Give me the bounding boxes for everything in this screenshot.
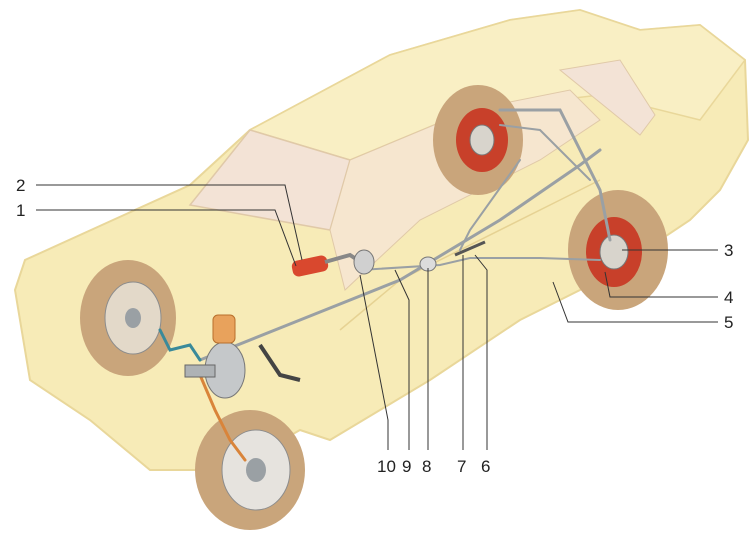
rear-right-wheel: [568, 190, 668, 310]
door-line: [339, 179, 601, 331]
leader-lines: [36, 184, 718, 450]
label-4: 4: [724, 288, 733, 307]
label-8: 8: [422, 457, 431, 476]
label-5: 5: [724, 313, 733, 332]
handbrake-lever: [291, 240, 486, 277]
label-2: 2: [16, 176, 25, 195]
label-3: 3: [724, 241, 733, 260]
label-1: 1: [16, 201, 25, 220]
brake-lines: [158, 108, 612, 462]
brake-booster: [184, 314, 301, 399]
rear-left-wheel: [433, 85, 523, 195]
label-6: 6: [481, 457, 490, 476]
front-right-wheel: [195, 410, 305, 530]
label-9: 9: [402, 457, 411, 476]
rear-window: [558, 59, 656, 136]
front-left-wheel: [80, 260, 176, 376]
label-10: 10: [377, 457, 396, 476]
label-7: 7: [457, 457, 466, 476]
